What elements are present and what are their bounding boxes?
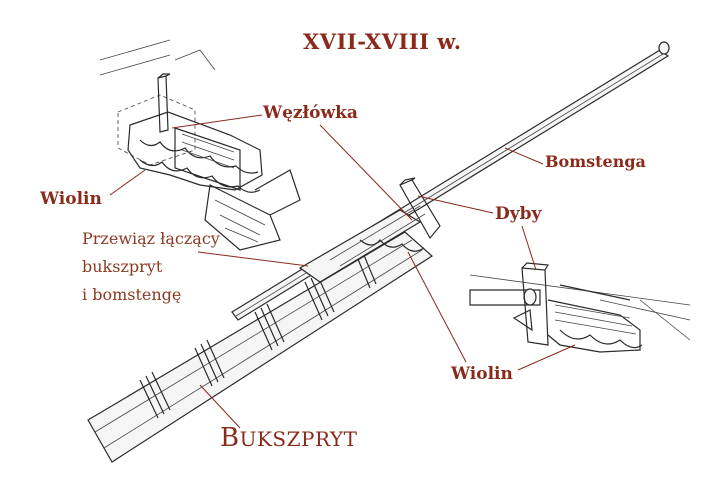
leader-lines: [109, 114, 576, 429]
inset-lower-right: [469, 262, 691, 353]
inset-upper-left: [99, 39, 301, 251]
label-przewiaz-line1: Przewiąz łączący: [82, 229, 220, 248]
label-wezlowka: Węzłówka: [263, 103, 358, 123]
diagram-title: XVII-XVIII w.: [303, 29, 462, 54]
bowsprit-end-fittings: [298, 177, 441, 283]
label-przewiaz-line2: bukszpryt: [82, 257, 163, 276]
leader-dyby-main: [417, 195, 494, 214]
label-bomstenga: Bomstenga: [545, 152, 646, 171]
label-przewiaz-line3: i bomstengę: [82, 285, 182, 304]
bomstenga-spar: [231, 41, 670, 321]
leader-wiolin-inset: [517, 344, 576, 371]
leader-wiolin-main: [407, 251, 467, 363]
leader-przewiaz: [197, 251, 309, 267]
label-wiolin-lower: Wiolin: [451, 364, 513, 384]
leader-wezlowka-main: [319, 124, 413, 221]
leader-wezlowka-inset: [171, 114, 263, 129]
label-dyby: Dyby: [495, 204, 542, 224]
bukszpryt-spar: [87, 231, 433, 463]
label-wiolin-upper: Wiolin: [40, 189, 102, 209]
leader-bomstenga: [504, 147, 544, 165]
leader-bukszpryt: [199, 384, 241, 429]
leader-dyby-inset: [521, 225, 537, 271]
label-bukszpryt-initial: B: [220, 423, 240, 453]
label-bukszpryt: BUKSZPRYT: [220, 425, 357, 451]
leader-wiolin-upper: [109, 169, 146, 196]
label-bukszpryt-rest: UKSZPRYT: [239, 427, 358, 451]
